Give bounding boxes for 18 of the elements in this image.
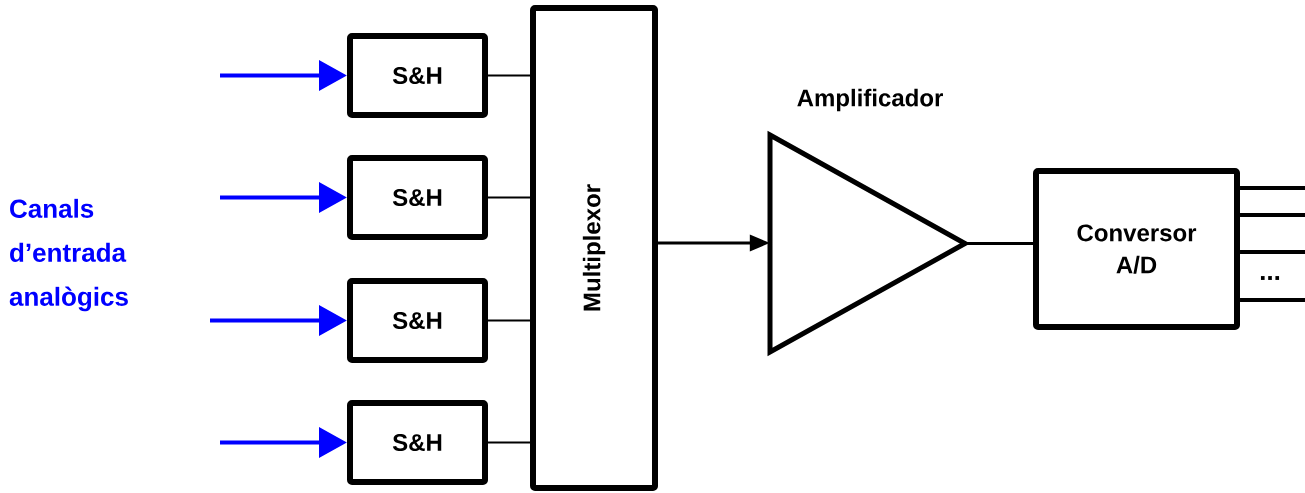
output-line xyxy=(1240,186,1305,190)
amplifier-label: Amplificador xyxy=(797,88,943,112)
input-channels-label: Canals d’entrada analògics xyxy=(9,198,128,312)
sample-hold-box: S&H xyxy=(347,33,488,118)
connector-line xyxy=(487,196,531,199)
output-line xyxy=(1240,298,1305,302)
connector-line xyxy=(487,74,531,77)
sample-hold-box: S&H xyxy=(347,155,488,240)
output-line xyxy=(1240,213,1305,217)
ellipsis: ... xyxy=(1260,276,1280,280)
connector-line xyxy=(487,441,531,444)
connector-line xyxy=(487,319,531,322)
multiplexer-box: Multiplexor xyxy=(530,5,658,491)
sample-hold-box: S&H xyxy=(347,400,488,485)
converter-box: Conversor A/D xyxy=(1033,168,1240,330)
connector-line xyxy=(965,242,1033,245)
output-line xyxy=(1240,250,1305,254)
sample-hold-box: S&H xyxy=(347,278,488,363)
